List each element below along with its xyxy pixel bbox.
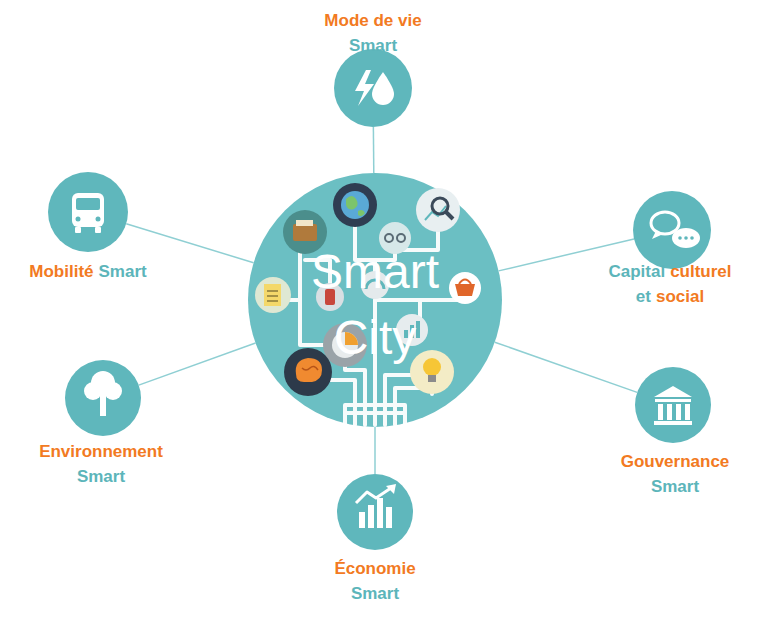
circle-shape: [635, 367, 711, 443]
label-word: et: [636, 287, 651, 306]
circle-shape: [633, 191, 711, 269]
label-word: Mode de vie: [324, 11, 421, 30]
label-word: Smart: [349, 36, 397, 55]
label-line: Smart: [334, 581, 415, 606]
hub-title: Smart City: [290, 239, 460, 371]
connector-line: [126, 224, 253, 263]
label-word: social: [656, 287, 704, 306]
connector-line: [373, 127, 375, 173]
label-line: Smart: [39, 464, 163, 489]
theme-circle: ÉconomieSmart: [337, 474, 413, 550]
hub-circle: Smart City: [248, 173, 502, 427]
circle-shape: [48, 172, 128, 252]
label-word: Smart: [99, 262, 147, 281]
theme-label: EnvironnementSmart: [39, 439, 163, 489]
label-line: Économie: [334, 556, 415, 581]
theme-label: GouvernanceSmart: [621, 449, 730, 499]
theme-label: ÉconomieSmart: [334, 556, 415, 606]
label-line: Environnement: [39, 439, 163, 464]
connector-line: [374, 427, 376, 474]
label-line: Mode de vie: [324, 8, 421, 33]
theme-label: Mobilité Smart: [29, 259, 146, 284]
theme-circle: EnvironnementSmart: [65, 360, 141, 436]
label-word: Environnement: [39, 442, 163, 461]
connector-line: [495, 342, 637, 392]
label-line: Smart: [324, 33, 421, 58]
theme-circle: Mode de vieSmart: [334, 49, 412, 127]
label-word: Capital: [608, 262, 665, 281]
label-word: culturel: [670, 262, 731, 281]
label-word: Smart: [351, 584, 399, 603]
theme-circle: MobilitéSmart: [48, 172, 128, 252]
label-line: et social: [608, 284, 731, 309]
circle-shape: [65, 360, 141, 436]
label-line: Mobilité Smart: [29, 259, 146, 284]
label-word: Économie: [334, 559, 415, 578]
label-line: Gouvernance: [621, 449, 730, 474]
label-word: Gouvernance: [621, 452, 730, 471]
label-line: Smart: [621, 474, 730, 499]
theme-label: Mode de vieSmart: [324, 8, 421, 58]
theme-circle: GouvernanceSmart: [635, 367, 711, 443]
label-word: Mobilité: [29, 262, 93, 281]
connector-line: [139, 343, 256, 385]
label-word: Smart: [651, 477, 699, 496]
circle-shape: [248, 173, 502, 427]
circle-shape: [337, 474, 413, 550]
label-line: Capital culturel: [608, 259, 731, 284]
theme-circle: Capitalcultureletsocial: [633, 191, 711, 269]
theme-label: Capital culturel et social: [608, 259, 731, 309]
circle-shape: [334, 49, 412, 127]
label-word: Smart: [77, 467, 125, 486]
